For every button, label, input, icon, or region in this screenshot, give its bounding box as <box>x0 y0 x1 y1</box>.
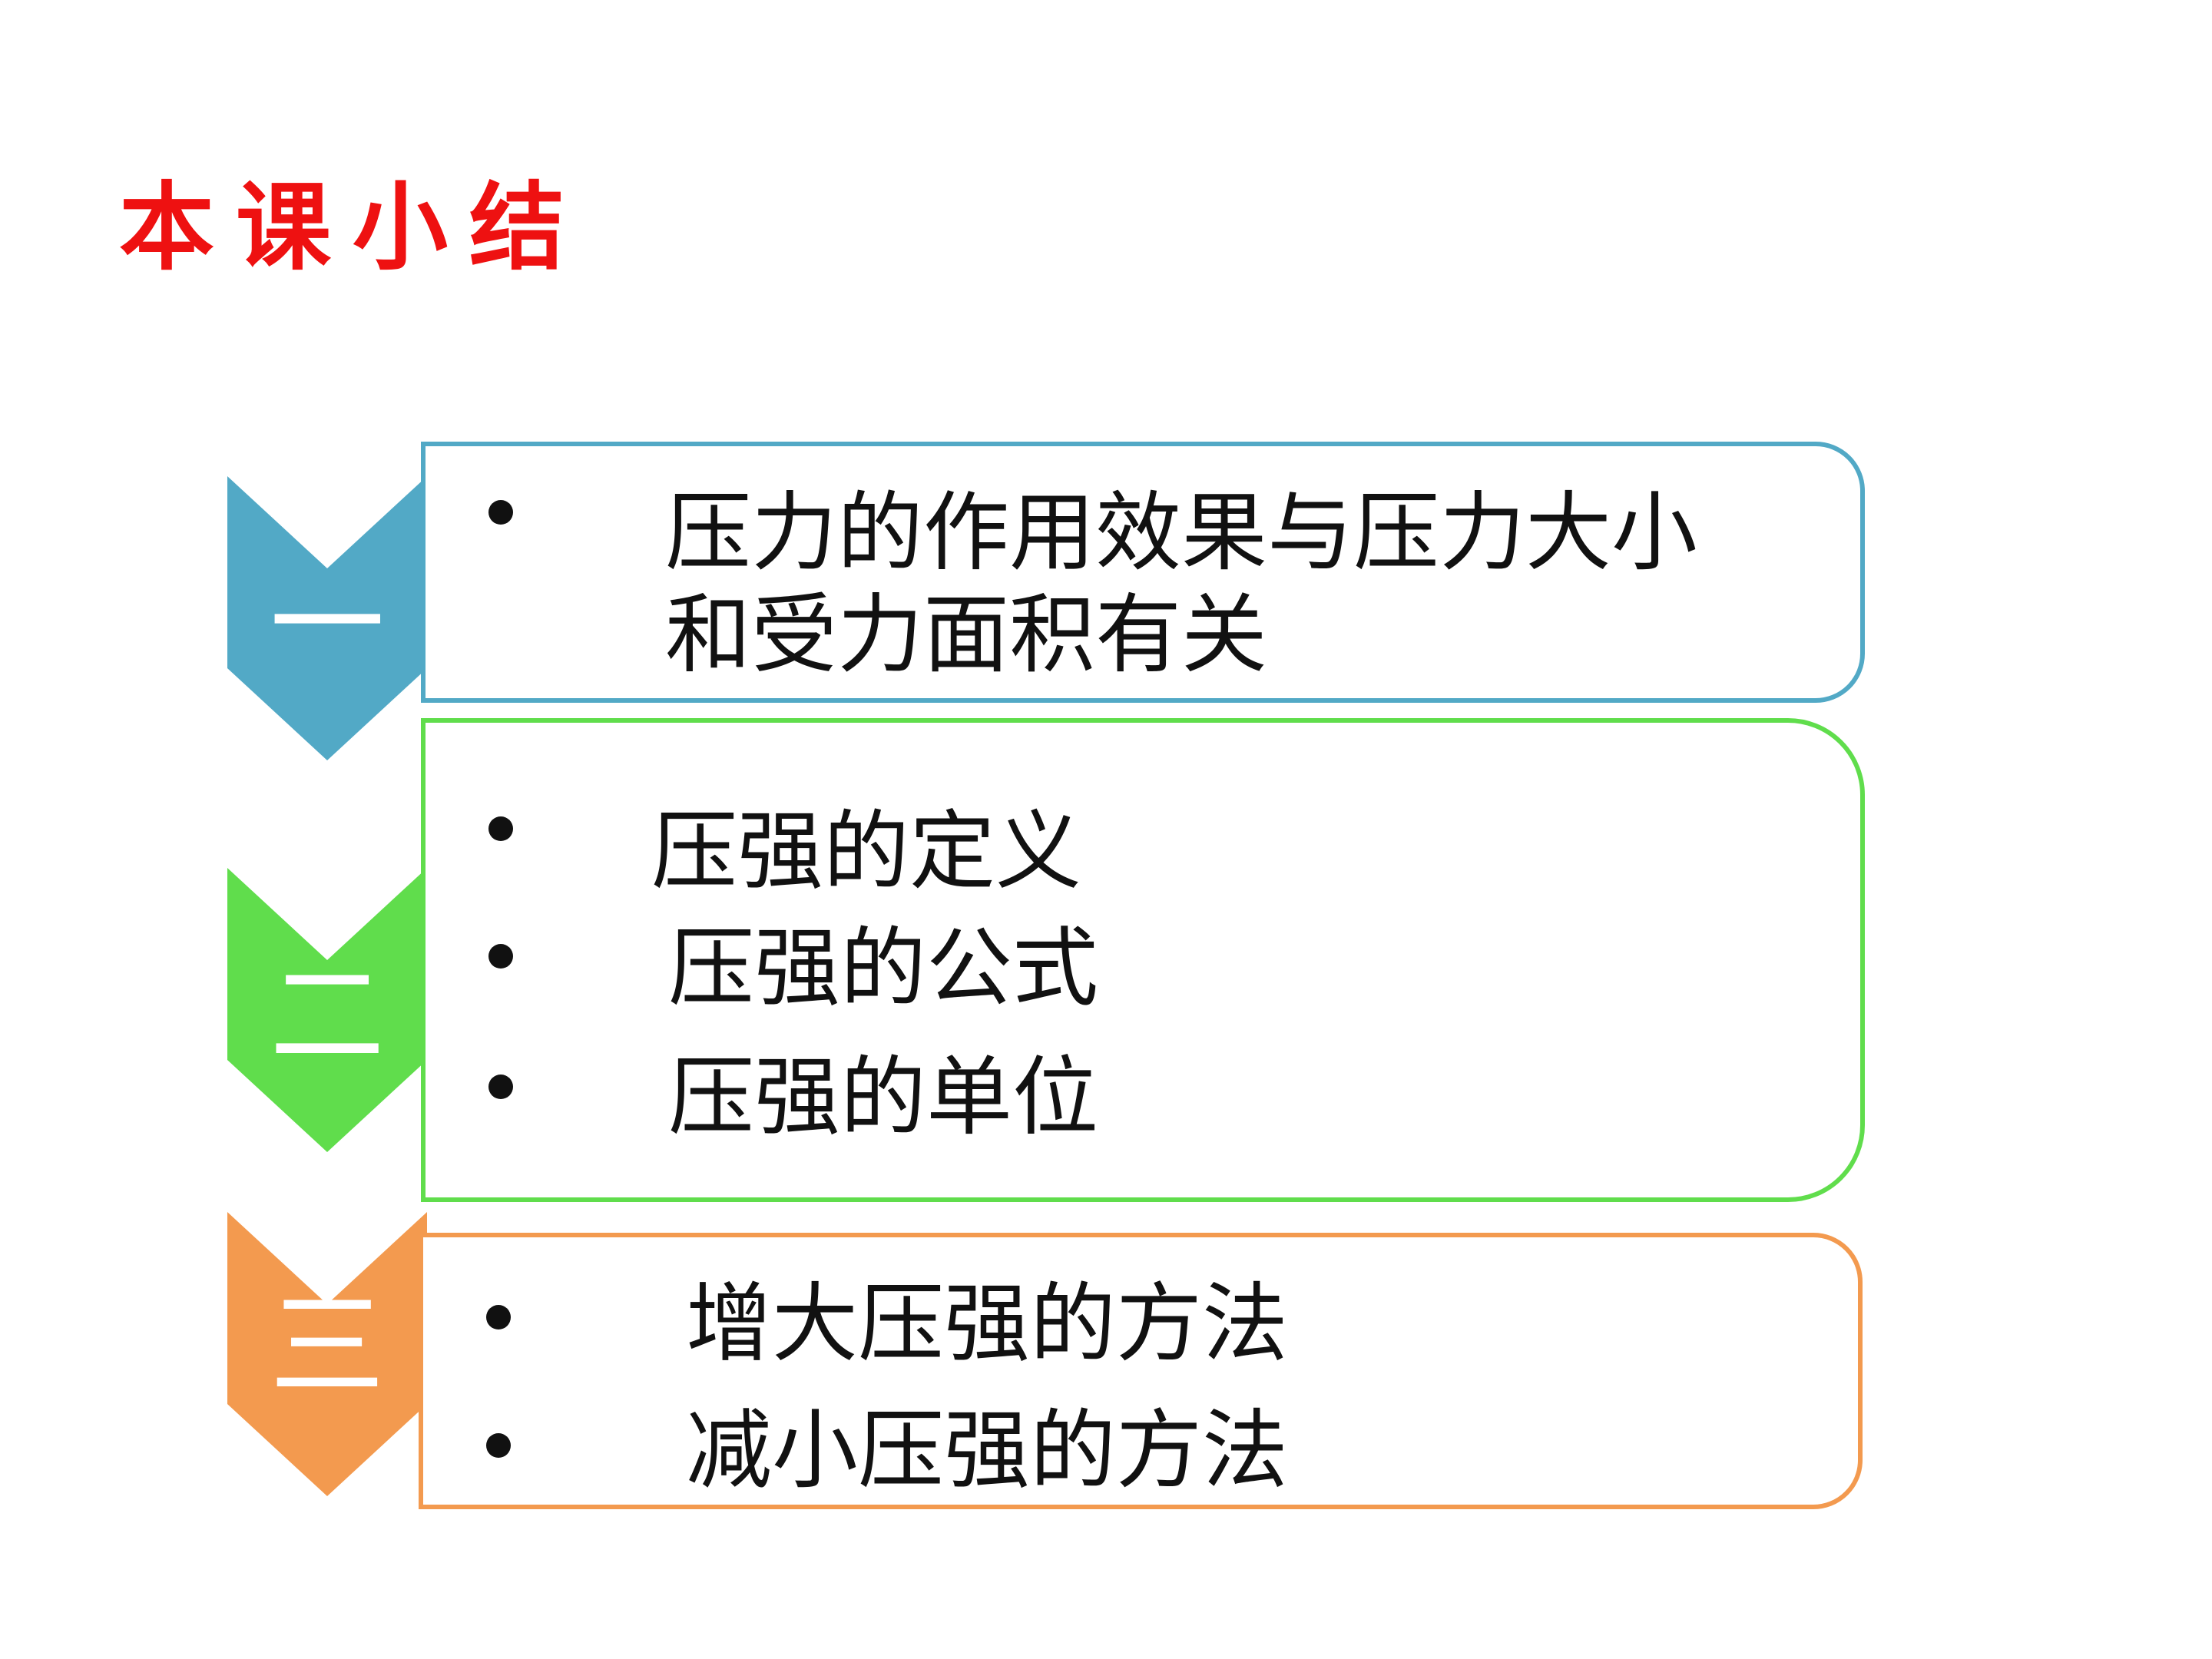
page-title: 本课小结 <box>119 173 587 283</box>
chevron-shape <box>227 476 427 760</box>
section-item-text: 压强的公式 <box>668 919 1098 1018</box>
chevron-shape <box>227 1212 427 1496</box>
bullet-icon <box>488 500 513 525</box>
section-item-text: 减小压强的方法 <box>686 1401 1288 1501</box>
section-numeral: 三 <box>269 1280 385 1413</box>
section-box-three: 增大压强的方法 减小压强的方法 <box>419 1233 1863 1509</box>
section-item-text: 压力的作用效果与压力大小 <box>665 483 1697 583</box>
section-box-one: 压力的作用效果与压力大小 和受力面积有关 <box>421 442 1865 703</box>
section-item-text: 和受力面积有关 <box>665 585 1267 685</box>
section-numeral: 二 <box>269 949 385 1083</box>
section-item-text: 压强的定义 <box>651 802 1081 902</box>
bullet-icon <box>488 816 513 841</box>
chevron-shape <box>227 868 427 1152</box>
bullet-icon <box>488 944 513 969</box>
chevron-two-icon: 二 <box>227 868 427 1152</box>
bullet-icon <box>488 1075 513 1099</box>
bullet-icon <box>486 1305 511 1330</box>
chevron-three-icon: 三 <box>227 1212 427 1496</box>
section-item-text: 压强的单位 <box>668 1048 1098 1147</box>
chevron-one-icon: 一 <box>227 476 427 760</box>
section-item-text: 增大压强的方法 <box>686 1274 1288 1374</box>
bullet-icon <box>486 1433 511 1458</box>
section-box-two: 压强的定义 压强的公式 压强的单位 <box>421 718 1865 1202</box>
section-numeral: 一 <box>269 558 385 691</box>
